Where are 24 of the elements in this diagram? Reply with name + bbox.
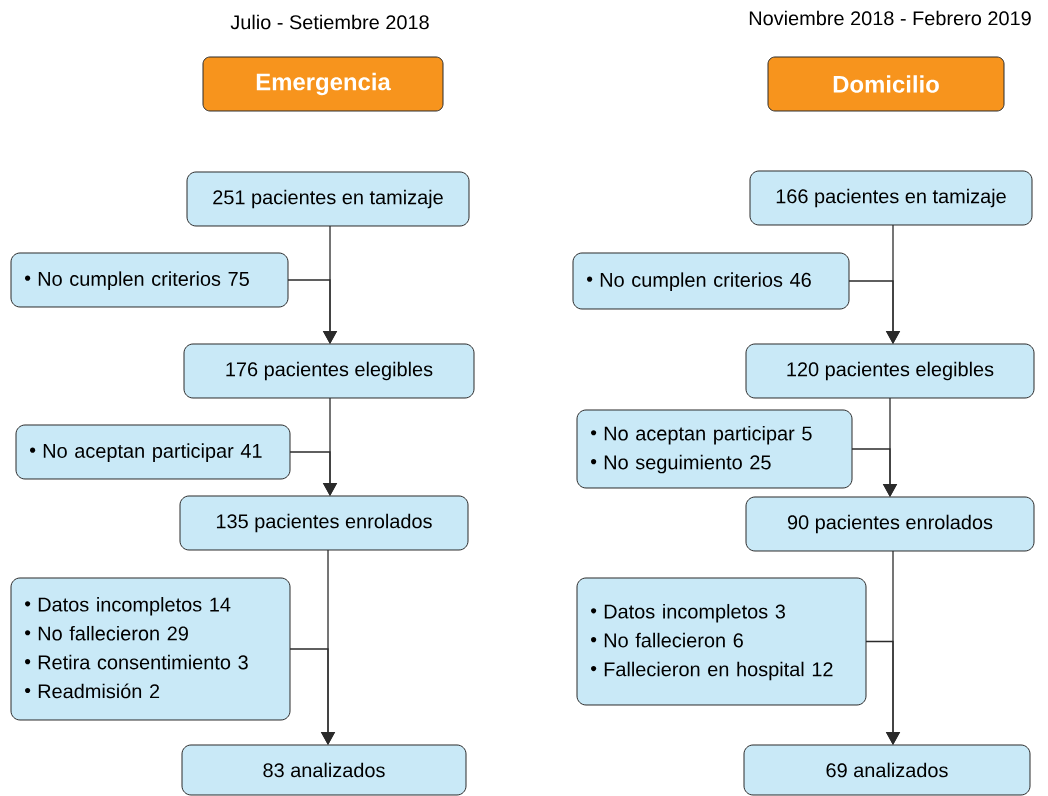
process-box: 83 analizados [181,744,467,796]
process-box: 166 pacientes en tamizaje [749,170,1033,226]
exclusion-box: No cumplen criterios 46 [572,252,850,310]
arrow [865,640,901,745]
arrow [287,279,338,344]
exclusion-box: Datos incompletos 3 No fallecieron 6 Fallecieron en hospital 12 [576,577,867,706]
process-box: 69 analizados [743,744,1031,796]
header-box: Emergencia [202,56,444,112]
exclusion-box: No aceptan participar 5 No seguimiento 25 [576,409,853,489]
arrow [848,280,901,344]
exclusion-box: Datos incompletos 14 No fallecieron 29 Retira consentimiento 3 Readmisión 2 [10,577,291,721]
process-box: 251 pacientes en tamizaje [186,171,470,227]
arrow [289,648,336,745]
arrow [851,448,898,497]
exclusion-box: No cumplen criterios 75 [10,252,289,308]
process-box: 90 pacientes enrolados [745,496,1035,552]
process-box: 176 pacientes elegibles [183,343,475,399]
header-box: Domicilio [767,56,1005,112]
period-label: Noviembre 2018 - Febrero 2019 [749,10,1031,26]
exclusion-box: No aceptan participar 41 [15,424,291,480]
process-box: 135 pacientes enrolados [179,495,469,551]
arrow [289,451,338,496]
period-label: Julio - Setiembre 2018 [230,14,429,30]
process-box: 120 pacientes elegibles [745,343,1035,399]
